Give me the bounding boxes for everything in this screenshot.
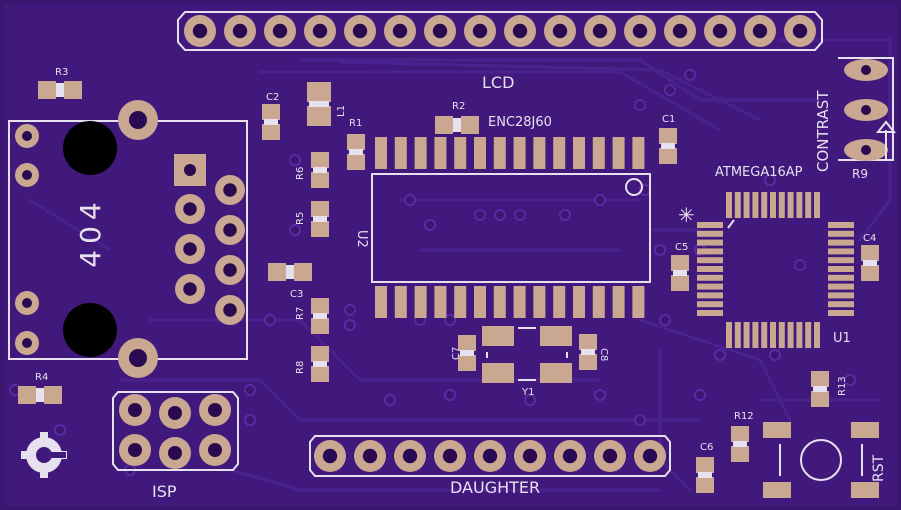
svg-text:✳: ✳ [678, 203, 695, 227]
c2-label: C2 [266, 92, 279, 103]
daughter-label: DAUGHTER [450, 478, 540, 497]
copper-pour [4, 4, 897, 506]
c8-label: C8 [598, 348, 609, 361]
component-c6 [696, 457, 714, 493]
r9-label: R9 [852, 167, 868, 181]
contrast-label: CONTRAST [814, 90, 832, 172]
r4-label: R4 [35, 372, 48, 383]
r2-label: R2 [452, 101, 465, 112]
r13-label: R13 [837, 376, 848, 396]
r12-label: R12 [734, 411, 754, 422]
r5-label: R5 [295, 212, 306, 225]
component-l1 [307, 82, 331, 126]
component-c2 [262, 104, 280, 140]
component-r5 [311, 201, 329, 237]
component-c4 [861, 245, 879, 281]
jack-label: 404 [74, 196, 107, 267]
reset-button [763, 422, 879, 498]
component-r8 [311, 346, 329, 382]
l1-label: L1 [336, 105, 347, 117]
oshw-logo-icon [21, 432, 67, 478]
component-c8 [579, 334, 597, 370]
r1-label: R1 [349, 118, 362, 129]
enc28j60-chip [371, 137, 651, 318]
component-c7 [458, 335, 476, 371]
c3-label: C3 [290, 289, 303, 300]
u2-label: U2 [354, 230, 369, 248]
vias [9, 69, 856, 476]
rst-label: RST [871, 454, 887, 482]
r6-label: R6 [295, 167, 306, 180]
daughter-header [309, 435, 671, 477]
isp-header [112, 391, 239, 471]
component-r13 [811, 371, 829, 407]
crystal-y1 [482, 326, 572, 383]
component-r12 [731, 426, 749, 462]
component-r7 [311, 298, 329, 334]
component-r4 [18, 386, 62, 404]
component-r6 [311, 152, 329, 188]
component-r2 [435, 116, 479, 134]
lcd-header [177, 11, 823, 51]
contrast-potentiometer [838, 57, 897, 161]
component-r3 [38, 81, 82, 99]
ethernet-jack [8, 100, 248, 378]
atmega-label: ATMEGA16AP [715, 165, 803, 180]
y1-label: Y1 [521, 387, 534, 398]
c7-label: C7 [451, 347, 462, 360]
component-c3 [268, 263, 312, 281]
r3-label: R3 [55, 67, 68, 78]
atmega-chip: ✳ [678, 192, 854, 348]
c1-label: C1 [662, 114, 675, 125]
component-r1 [347, 134, 365, 170]
lcd-label: LCD [482, 73, 514, 92]
c5-label: C5 [675, 242, 688, 253]
r8-label: R8 [295, 361, 306, 374]
enc-label: ENC28J60 [488, 115, 552, 130]
isp-label: ISP [152, 482, 177, 501]
r7-label: R7 [295, 307, 306, 320]
component-c1 [659, 128, 677, 164]
u1-label: U1 [833, 331, 851, 346]
c4-label: C4 [863, 233, 876, 244]
c6-label: C6 [700, 442, 713, 453]
component-c5 [671, 255, 689, 291]
